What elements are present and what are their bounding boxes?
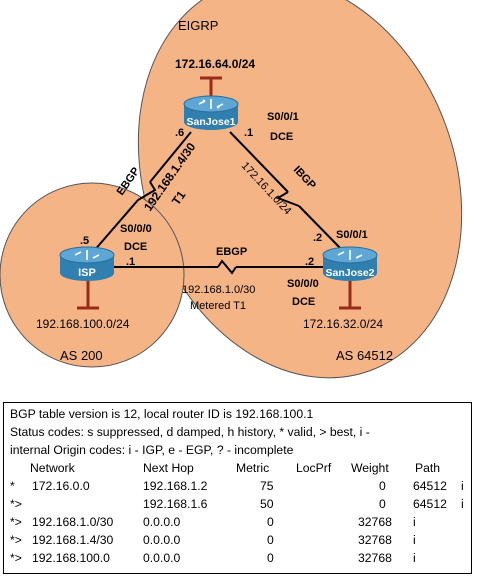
row-status: * bbox=[10, 479, 15, 493]
row-path: i bbox=[413, 551, 416, 565]
row-network: 192.168.1.4/30 bbox=[32, 533, 114, 547]
lan-stub-sanjose2 bbox=[339, 280, 361, 310]
router-sanjose1-icon bbox=[183, 95, 239, 130]
domain-label-as64512: AS 64512 bbox=[336, 348, 393, 363]
row-path: 64512 bbox=[413, 497, 447, 511]
row-next-hop: 0.0.0.0 bbox=[143, 515, 181, 529]
if-label-sj2-dce: DCE bbox=[292, 296, 315, 308]
if-label-isp-right-ip: .1 bbox=[126, 256, 135, 268]
row-weight: 0 bbox=[379, 479, 386, 493]
row-status: *> bbox=[10, 515, 22, 529]
link-sanjose1-sanjose2 bbox=[229, 131, 345, 253]
row-next-hop: 192.168.1.2 bbox=[143, 479, 208, 493]
if-label-isp-interface: S0/0/0 bbox=[120, 223, 152, 235]
if-label-sj1-right-ip: .1 bbox=[244, 127, 253, 139]
row-network: 172.16.0.0 bbox=[32, 479, 90, 493]
link-label-ebgp-lower-t1: Metered T1 bbox=[190, 300, 246, 312]
link-label-ebgp-lower: EBGP bbox=[216, 246, 247, 258]
row-path: i bbox=[413, 515, 416, 529]
if-label-isp-dce: DCE bbox=[124, 241, 147, 253]
col-header-metric: Metric bbox=[236, 461, 270, 475]
col-header-locprf: LocPrf bbox=[296, 461, 332, 475]
row-metric: 50 bbox=[260, 497, 274, 511]
row-next-hop: 192.168.1.6 bbox=[143, 497, 208, 511]
network-label-sanjose2-lan: 172.16.32.0/24 bbox=[303, 317, 383, 331]
if-label-sj2-up-ip: .2 bbox=[313, 232, 322, 244]
network-topology-diagram: SanJose1 ISP SanJose2 EIGRP AS 200 AS 64… bbox=[0, 0, 463, 379]
row-weight: 32768 bbox=[358, 533, 392, 547]
router-label-sanjose2: SanJose2 bbox=[325, 267, 374, 279]
if-label-sj1-interface: S0/0/1 bbox=[267, 111, 299, 123]
row-path: 64512 bbox=[413, 479, 447, 493]
row-next-hop: 0.0.0.0 bbox=[143, 533, 181, 547]
link-isp-sanjose2 bbox=[113, 259, 330, 275]
row-status: *> bbox=[10, 533, 22, 547]
row-network: 192.168.100.0 bbox=[32, 551, 110, 565]
col-header-weight: Weight bbox=[351, 461, 389, 475]
row-status: *> bbox=[10, 551, 22, 565]
col-header-path: Path bbox=[415, 461, 441, 475]
bgp-origin-codes-line: internal Origin codes: i - IGP, e - EGP,… bbox=[10, 443, 294, 457]
row-metric: 0 bbox=[267, 551, 274, 565]
network-label-top: 172.16.64.0/24 bbox=[175, 57, 255, 71]
lan-stub-isp bbox=[77, 280, 99, 310]
if-label-sj2-left-ip: .2 bbox=[305, 256, 314, 268]
bgp-table-output: BGP table version is 12, local router ID… bbox=[3, 402, 472, 574]
domain-label-eigrp: EIGRP bbox=[178, 18, 218, 33]
if-label-sj1-left-ip: .6 bbox=[175, 127, 184, 139]
domain-label-as200: AS 200 bbox=[60, 348, 103, 363]
row-origin: i bbox=[461, 479, 464, 493]
col-header-next-hop: Next Hop bbox=[143, 461, 194, 475]
network-label-isp-lan: 192.168.100.0/24 bbox=[36, 317, 130, 331]
row-metric: 75 bbox=[260, 479, 274, 493]
router-label-isp: ISP bbox=[78, 267, 96, 279]
if-label-sj2-interface-down: S0/0/0 bbox=[287, 278, 319, 290]
if-label-isp-up-ip: .5 bbox=[80, 235, 89, 247]
row-next-hop: 0.0.0.0 bbox=[143, 551, 181, 565]
link-label-ebgp-lower-network: 192.168.1.0/30 bbox=[182, 284, 255, 296]
bgp-status-codes-line: Status codes: s suppressed, d damped, h … bbox=[10, 425, 370, 439]
row-network: 192.168.1.0/30 bbox=[32, 515, 114, 529]
row-metric: 0 bbox=[267, 533, 274, 547]
row-origin: i bbox=[461, 497, 464, 511]
router-sanjose2-icon bbox=[322, 246, 378, 281]
bgp-table-version-line: BGP table version is 12, local router ID… bbox=[10, 407, 314, 421]
row-weight: 32768 bbox=[358, 551, 392, 565]
row-weight: 32768 bbox=[358, 515, 392, 529]
router-label-sanjose1: SanJose1 bbox=[186, 116, 235, 128]
router-isp-icon bbox=[59, 246, 115, 281]
row-status: *> bbox=[10, 497, 22, 511]
row-weight: 0 bbox=[379, 497, 386, 511]
row-path: i bbox=[413, 533, 416, 547]
link-sanjose1-isp bbox=[92, 131, 192, 253]
row-metric: 0 bbox=[267, 515, 274, 529]
if-label-sj1-dce: DCE bbox=[270, 131, 293, 143]
col-header-network: Network bbox=[30, 461, 75, 475]
if-label-sj2-interface-up: S0/0/1 bbox=[336, 229, 368, 241]
lan-stub-top bbox=[200, 76, 222, 98]
